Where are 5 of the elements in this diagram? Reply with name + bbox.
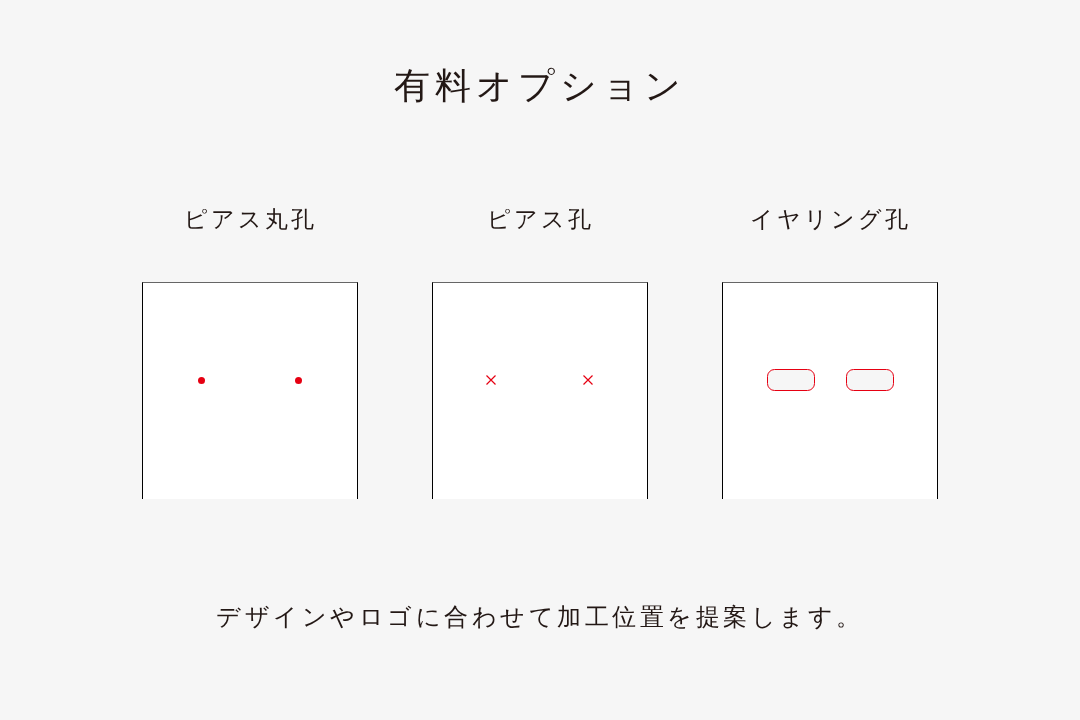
caption: デザインやロゴに合わせて加工位置を提案します。 — [216, 603, 864, 631]
panel-heading: ピアス孔 — [486, 205, 594, 234]
panel-heading: イヤリング孔 — [749, 205, 911, 234]
panel-heading: ピアス丸孔 — [183, 205, 317, 234]
title: 有料オプション — [394, 65, 686, 106]
